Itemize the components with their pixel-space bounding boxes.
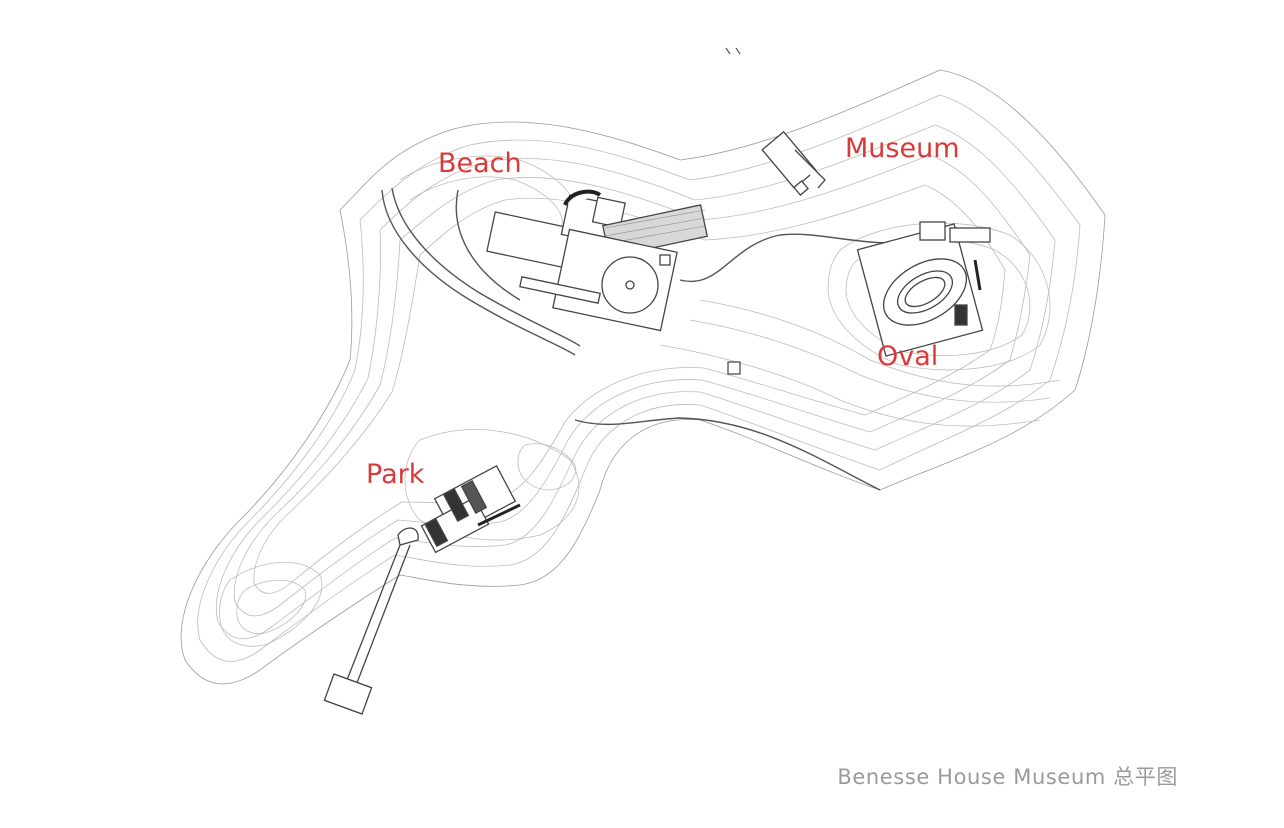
roads bbox=[381, 187, 921, 491]
label-beach: Beach bbox=[438, 148, 522, 179]
label-museum: Museum bbox=[845, 133, 960, 164]
figure-caption: Benesse House Museum 总平图 bbox=[837, 765, 1178, 789]
label-oval: Oval bbox=[877, 341, 939, 372]
north-marker bbox=[725, 47, 741, 55]
small-structure bbox=[727, 361, 741, 375]
label-park: Park bbox=[366, 459, 425, 490]
museum-building-cluster bbox=[486, 189, 709, 332]
museum-annex bbox=[761, 130, 826, 196]
pier bbox=[323, 527, 419, 715]
contour-lines bbox=[180, 69, 1106, 685]
oval-building bbox=[856, 221, 991, 357]
site-plan-drawing bbox=[180, 47, 1106, 715]
park-building bbox=[420, 465, 521, 554]
